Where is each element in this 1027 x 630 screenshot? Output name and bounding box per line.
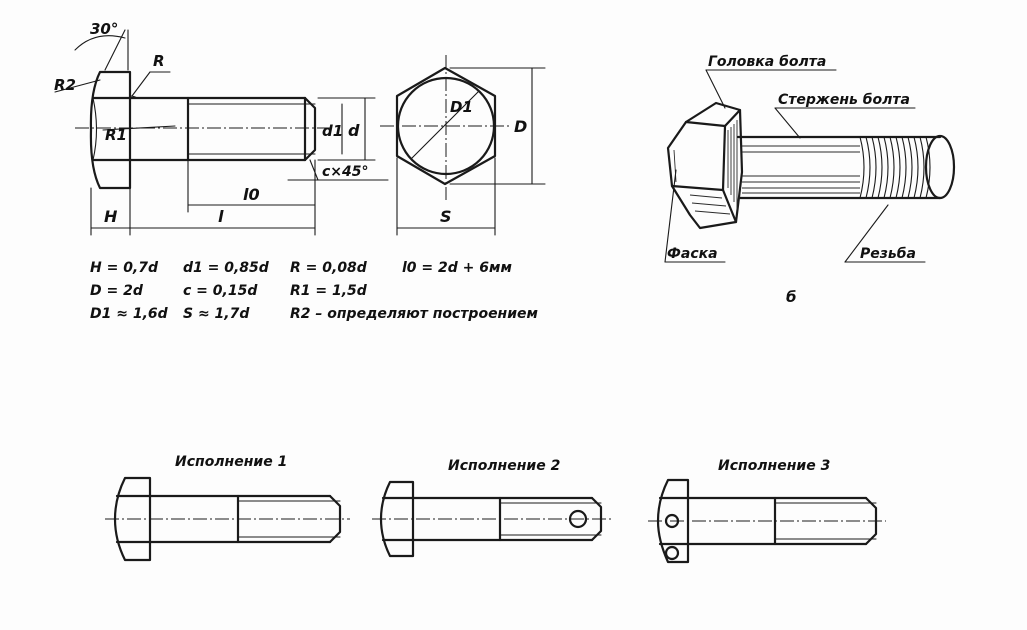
head-arc [92,97,98,161]
iso-head-edge1 [684,120,727,128]
bolt-head-outline [89,70,132,190]
r-leader [131,71,151,97]
angle-ray [104,29,126,71]
iso-head-edge5 [721,188,738,224]
variant-1-title: Исполнение 1 [175,454,287,470]
variant-3-title: Исполнение 3 [718,458,830,474]
variant-1-drawing [105,476,350,562]
formula-d1: d1 = 0,85d [183,260,270,276]
iso-head-edge2 [723,108,742,128]
variant-3-drawing [648,478,886,564]
iso-chamfer-arc [667,121,687,149]
label-d1: d1 [322,122,343,140]
hexagon-outline [395,66,497,186]
formula-r: R = 0,08d [290,260,368,276]
leader-shank [774,107,801,139]
bolt-side-view [380,55,546,236]
iso-head-edge3 [721,124,727,192]
v2-head [379,480,415,558]
leader-head [705,69,726,109]
iso-head-outline [666,101,744,230]
iso-shank-shading [742,145,860,194]
formula-r2: R2 – определяют построением [290,306,538,322]
label-chamfer: c×45° [322,164,369,180]
label-s: S [440,207,452,226]
label-head: Головка болта [708,54,826,70]
iso-shank-end [924,134,956,200]
formula-l0: l0 = 2d + 6мм [402,260,512,276]
formula-r1: R1 = 1,5d [290,283,368,299]
chamfer-pointer [309,159,319,181]
formula-D1: D1 ≈ 1,6d [90,306,169,322]
v3-head-hole-2 [664,545,680,561]
angle-arc [74,35,126,51]
bolt-front-view [54,29,389,236]
label-r1: R1 [105,126,127,144]
label-h: H [104,207,118,226]
label-angle: 30° [90,20,118,38]
v3-head [656,478,690,564]
variant-2-title: Исполнение 2 [448,458,560,474]
label-chamfer-iso: Фаска [667,246,718,262]
formula-s: S ≈ 1,7d [183,306,250,322]
r1-leader [102,125,176,131]
iso-thread [859,136,931,199]
d1-diameter-line [411,91,479,159]
label-l0: l0 [243,185,260,204]
label-d: d [348,121,360,140]
iso-head-shading [673,120,738,215]
leader-thread [844,204,889,263]
variant-2-drawing [372,480,612,558]
label-caption: б [786,288,796,306]
leader-chamfer [664,169,677,263]
label-shank: Стержень болта [778,92,910,108]
label-l: l [218,207,224,226]
label-thread: Резьба [860,246,916,262]
label-D1: D1 [450,98,473,116]
iso-head-edge4 [670,184,725,192]
formula-h: H = 0,7d [90,260,159,276]
label-D: D [514,117,527,136]
formula-c: c = 0,15d [183,283,258,299]
r2-leader [54,79,101,93]
formula-D: D = 2d [90,283,144,299]
bolt-isometric [664,69,956,263]
label-r2: R2 [54,76,76,94]
label-r: R [153,52,165,70]
shank-chamfer-end [303,96,317,162]
v1-head [113,476,152,562]
